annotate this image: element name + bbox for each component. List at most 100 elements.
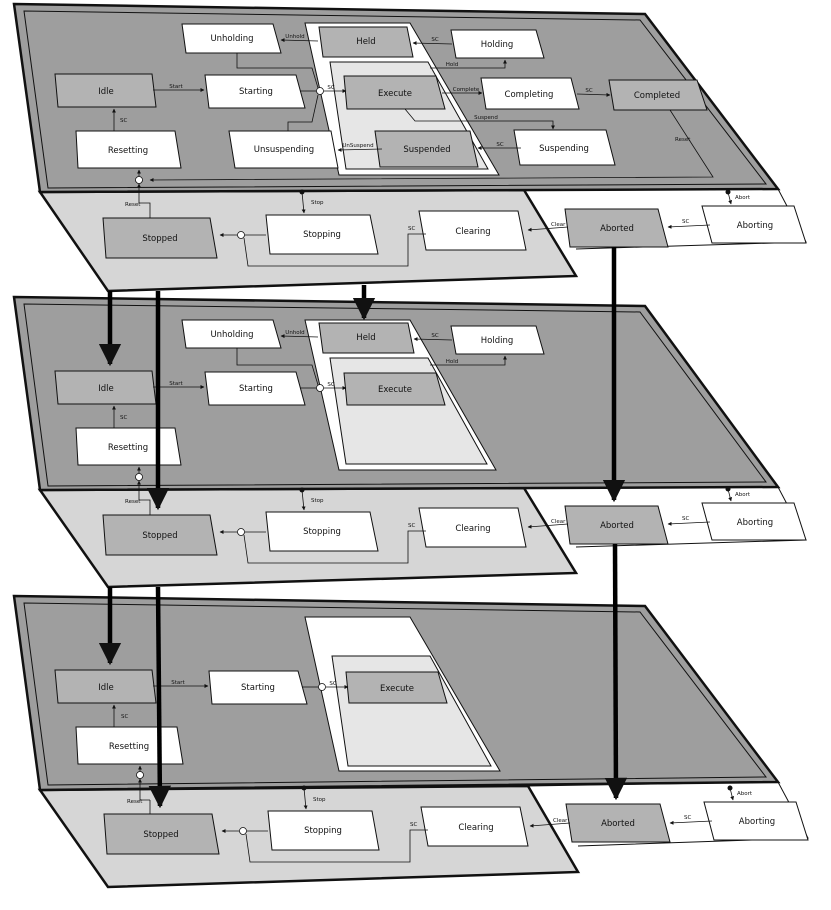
state-aborting-label: Aborting — [737, 221, 773, 231]
state-starting: Starting — [204, 371, 306, 406]
state-clearing-label: Clearing — [458, 823, 493, 833]
transition-sc-starting: SC — [327, 85, 334, 91]
state-idle: Idle — [54, 73, 157, 108]
transition-unsuspend: UnSuspend — [342, 143, 373, 149]
state-resetting-label: Resetting — [108, 146, 148, 156]
state-stopped: Stopped — [102, 514, 218, 556]
transition-stop: Stop — [311, 498, 324, 504]
transition-start: Start — [171, 680, 185, 686]
transition-sc-suspending: SC — [496, 142, 503, 148]
state-suspending: Suspending — [513, 129, 616, 166]
state-resetting: Resetting — [75, 130, 182, 169]
state-clearing-label: Clearing — [455, 227, 490, 237]
state-completed: Completed — [608, 79, 708, 111]
state-held-label: Held — [356, 333, 375, 343]
state-aborted-label: Aborted — [601, 819, 635, 829]
layer-connectors — [98, 247, 628, 809]
state-unholding: Unholding — [181, 23, 282, 54]
state-holding: Holding — [450, 29, 545, 59]
transition-sc-resetting: SC — [121, 714, 128, 720]
state-completing-label: Completing — [505, 90, 554, 100]
transition-stop: Stop — [311, 200, 324, 206]
state-aborting: Aborting — [701, 205, 807, 244]
transition-abort: Abort — [735, 195, 751, 201]
transition-sc-starting: SC — [327, 382, 334, 388]
state-completing: Completing — [480, 77, 580, 110]
transition-sc-held: SC — [431, 333, 438, 339]
transition-sc-completing: SC — [585, 88, 592, 94]
state-idle-label: Idle — [98, 87, 114, 97]
state-resetting-label: Resetting — [109, 742, 149, 752]
transition-clear: Clear — [553, 818, 568, 824]
transition-start: Start — [169, 84, 183, 90]
state-aborting-label: Aborting — [737, 518, 773, 528]
state-stopping-label: Stopping — [303, 230, 341, 240]
transition-unhold: Unhold — [285, 330, 304, 336]
state-stopping: Stopping — [265, 214, 379, 255]
transition-clear: Clear — [551, 222, 566, 228]
state-suspended-label: Suspended — [403, 145, 450, 155]
transition-sc-resetting: SC — [120, 118, 127, 124]
state-holding: Holding — [450, 325, 545, 355]
transition-sc-clearing: SC — [410, 822, 417, 828]
state-execute: Execute — [343, 75, 446, 110]
state-starting: Starting — [204, 74, 306, 109]
state-completed-label: Completed — [634, 91, 680, 101]
state-unsuspending-label: Unsuspending — [254, 145, 314, 155]
transition-suspend: Suspend — [474, 115, 498, 121]
transition-hold: Hold — [446, 359, 459, 365]
transition-sc-held: SC — [431, 37, 438, 43]
state-stopped-label: Stopped — [142, 234, 177, 244]
state-execute-label: Execute — [380, 684, 414, 694]
state-held-label: Held — [356, 37, 375, 47]
transition-reset-completed: Reset — [675, 137, 691, 143]
transition-sc-aborting: SC — [682, 516, 689, 522]
state-aborting-label: Aborting — [739, 817, 775, 827]
state-unholding: Unholding — [181, 319, 282, 349]
state-holding-label: Holding — [481, 336, 514, 346]
transition-reset: Reset — [125, 202, 141, 208]
state-execute: Execute — [345, 671, 448, 704]
transition-sc-aborting: SC — [684, 815, 691, 821]
connector-middle-to-bottom-stopped — [148, 586, 172, 809]
transition-complete: Complete — [453, 87, 480, 93]
state-held: Held — [318, 322, 415, 354]
state-clearing-label: Clearing — [455, 524, 490, 534]
transition-abort: Abort — [737, 791, 753, 797]
transition-sc-starting: SC — [329, 681, 336, 687]
state-stopped: Stopped — [103, 813, 220, 855]
layer-top: Unholding Held Holding Idle Starting Exe… — [12, 2, 807, 293]
transition-abort: Abort — [735, 492, 751, 498]
state-aborted: Aborted — [564, 505, 669, 545]
state-stopping-label: Stopping — [303, 527, 341, 537]
state-stopping: Stopping — [267, 810, 380, 851]
state-holding-label: Holding — [481, 40, 514, 50]
state-starting-label: Starting — [239, 87, 273, 97]
state-starting-label: Starting — [241, 683, 275, 693]
state-execute: Execute — [343, 372, 446, 406]
transition-start: Start — [169, 381, 183, 387]
state-idle-label: Idle — [98, 384, 114, 394]
state-aborted: Aborted — [564, 208, 669, 248]
state-unsuspending: Unsuspending — [228, 130, 339, 169]
transition-reset: Reset — [125, 499, 141, 505]
connector-middle-to-bottom-aborted — [604, 543, 628, 801]
state-clearing: Clearing — [418, 507, 527, 548]
state-idle: Idle — [54, 370, 157, 405]
state-suspended: Suspended — [374, 130, 479, 168]
state-stopping: Stopping — [265, 511, 379, 552]
state-execute-label: Execute — [378, 385, 412, 395]
state-aborting: Aborting — [701, 502, 807, 541]
state-aborted-label: Aborted — [600, 224, 634, 234]
state-stopped-label: Stopped — [142, 531, 177, 541]
transition-stop: Stop — [313, 797, 326, 803]
transition-clear: Clear — [551, 519, 566, 525]
state-unholding-label: Unholding — [210, 330, 253, 340]
transition-sc-clearing: SC — [408, 226, 415, 232]
state-resetting: Resetting — [75, 427, 182, 466]
state-idle-label: Idle — [98, 683, 114, 693]
transition-sc-aborting: SC — [682, 219, 689, 225]
state-starting-label: Starting — [239, 384, 273, 394]
